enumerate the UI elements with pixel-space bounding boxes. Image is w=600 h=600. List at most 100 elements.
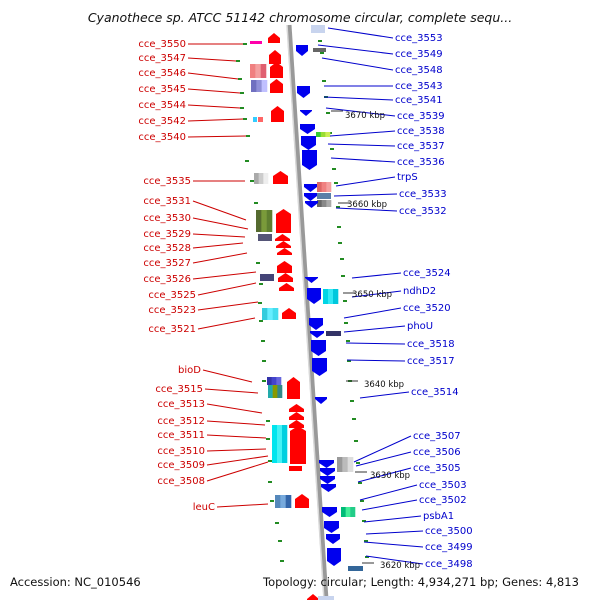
- gene-label-right: cce_3553: [395, 33, 443, 44]
- reverse-gene-arrow: [304, 184, 317, 192]
- cce_3510-feature: [282, 425, 288, 463]
- cce_3532-feature: [326, 200, 332, 207]
- cce_3529-feature: [258, 234, 272, 241]
- trpS-feature: [317, 182, 322, 192]
- gene-label-left: cce_3511: [157, 430, 205, 441]
- bioD-feature: [271, 377, 277, 385]
- gene-label-right: cce_3505: [413, 463, 461, 474]
- leader-line: [216, 503, 269, 508]
- gene-label-left: cce_3531: [143, 196, 191, 207]
- leader-line: [345, 342, 406, 345]
- gene-label-left: cce_3512: [157, 416, 205, 427]
- leader-line: [202, 369, 253, 383]
- leuC-feature: [285, 495, 292, 508]
- forward-gene-arrow: [270, 79, 283, 93]
- cce_3506-feature: [342, 457, 348, 472]
- cce_3515-feature: [268, 385, 273, 398]
- gene-label-left: cce_3540: [138, 132, 186, 143]
- leader-line: [197, 317, 256, 330]
- gene-label-left: cce_3535: [143, 176, 191, 187]
- leader-line: [353, 435, 412, 463]
- gene-label-right: cce_3514: [411, 387, 459, 398]
- leuC-feature: [280, 495, 286, 508]
- cce_3548-feature: [313, 48, 326, 52]
- tick-mark: [275, 522, 279, 524]
- reverse-gene-arrow: [305, 277, 318, 283]
- gene-label-right: cce_3520: [403, 303, 451, 314]
- psbA1-feature: [350, 507, 356, 517]
- forward-gene-arrow: [277, 261, 292, 273]
- leader-line: [351, 272, 402, 279]
- forward-gene-arrow: [287, 377, 300, 399]
- tick-mark: [268, 460, 272, 462]
- leader-line: [335, 207, 398, 212]
- tick-mark: [259, 283, 263, 285]
- gene-label-right: phoU: [407, 321, 433, 332]
- forward-gene-arrow: [270, 62, 283, 78]
- gene-label-left: cce_3510: [157, 446, 205, 457]
- gene-label-left: cce_3544: [138, 100, 186, 111]
- tick-mark: [365, 556, 369, 558]
- leader-line: [323, 96, 394, 101]
- gene-label-left: cce_3530: [143, 213, 191, 224]
- tick-mark: [347, 360, 351, 362]
- leader-line: [325, 107, 396, 117]
- gene-label-right: cce_3543: [395, 81, 443, 92]
- reverse-gene-arrow: [307, 288, 321, 304]
- cce_3515-feature: [277, 385, 283, 398]
- cce_3538-feature: [320, 132, 326, 137]
- reverse-gene-arrow: [319, 460, 334, 468]
- gene-label-left: cce_3527: [143, 258, 191, 269]
- reverse-gene-arrow: [324, 521, 339, 533]
- accession-text: Accession: NC_010546: [10, 575, 141, 589]
- tick-mark: [343, 300, 347, 302]
- gene-label-left: cce_3545: [138, 84, 186, 95]
- leader-line: [187, 88, 241, 94]
- reverse-gene-arrow: [300, 110, 312, 116]
- cce_3542-feature: [258, 117, 263, 122]
- gene-label-right: psbA1: [423, 511, 454, 522]
- gene-label-right: cce_3537: [397, 141, 445, 152]
- forward-gene-arrow: [289, 412, 304, 420]
- forward-gene-arrow: [289, 404, 304, 412]
- tick-mark: [336, 206, 340, 208]
- ndhD2-feature: [333, 289, 339, 304]
- bottom-feature: [318, 596, 334, 600]
- leader-line: [321, 57, 394, 71]
- leader-line: [192, 271, 257, 280]
- reverse-gene-arrow: [302, 150, 317, 170]
- tick-mark: [278, 540, 282, 542]
- gene-label-right: cce_3500: [425, 526, 473, 537]
- tick-mark: [320, 52, 324, 54]
- cce_3506-feature: [337, 457, 343, 472]
- leader-line: [206, 434, 267, 439]
- cce_3530-feature: [256, 210, 262, 232]
- gene-label-right: cce_3539: [397, 111, 445, 122]
- tick-mark: [238, 78, 242, 80]
- tick-mark: [246, 135, 250, 137]
- map-title: Cyanothece sp. ATCC 51142 chromosome cir…: [87, 10, 513, 25]
- tick-mark: [322, 80, 326, 82]
- leader-line: [333, 193, 398, 197]
- ndhD2-feature: [328, 289, 334, 304]
- leader-line: [357, 467, 412, 483]
- leader-line: [187, 135, 247, 138]
- leader-line: [206, 448, 267, 452]
- cce_3530-feature: [261, 210, 267, 232]
- chromosome-backbone: [286, 24, 329, 600]
- forward-gene-arrow: [289, 420, 304, 428]
- tick-mark: [332, 168, 336, 170]
- reverse-gene-arrow: [301, 136, 316, 150]
- cce_3535-feature: [263, 173, 269, 184]
- gene-label-right: cce_3549: [395, 49, 443, 60]
- gene-label-right: cce_3538: [397, 126, 445, 137]
- cce_3545-feature: [256, 80, 262, 92]
- forward-gene-arrow: [278, 273, 293, 282]
- reverse-gene-arrow: [320, 476, 335, 484]
- cce_3508-feature: [289, 466, 302, 471]
- tick-mark: [350, 400, 354, 402]
- leader-line: [187, 72, 239, 80]
- tick-mark: [326, 112, 330, 114]
- reverse-gene-arrow: [300, 124, 315, 134]
- cce_3533-feature: [317, 193, 331, 199]
